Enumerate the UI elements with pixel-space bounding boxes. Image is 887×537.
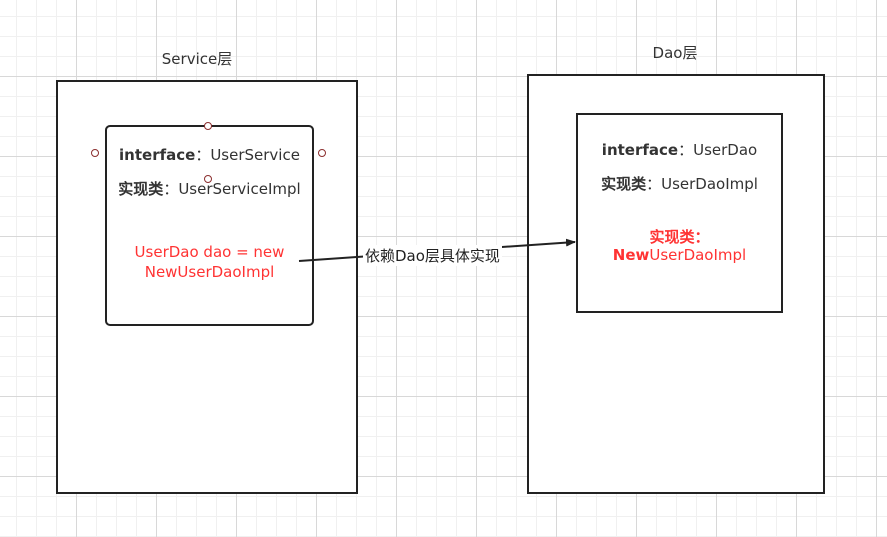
service-code-line-2: NewUserDaoImpl — [144, 263, 275, 281]
resize-handle-right[interactable] — [318, 149, 326, 157]
dao-interface-sep: ： — [678, 141, 694, 159]
service-interface-sep: ： — [195, 146, 211, 164]
service-impl-label: 实现类 — [118, 180, 164, 198]
resize-handle-left[interactable] — [91, 149, 99, 157]
service-impl-sep: ： — [163, 180, 179, 198]
resize-handle-center[interactable] — [204, 175, 212, 183]
dao-new-impl-label: 实现类： — [649, 228, 710, 246]
service-code-line-1: UserDao dao = new — [134, 243, 285, 261]
dao-class-box[interactable]: interface：UserDao 实现类：UserDaoImpl 实现类： N… — [576, 113, 783, 313]
dao-impl-value: UserDaoImpl — [661, 175, 758, 193]
dao-impl-line: 实现类：UserDaoImpl — [578, 173, 781, 194]
service-class-box[interactable]: interface：UserService 实现类：UserServiceImp… — [105, 125, 314, 326]
dao-impl-sep: ： — [646, 175, 662, 193]
service-impl-value: UserServiceImpl — [178, 180, 301, 198]
dao-impl-label: 实现类 — [601, 175, 647, 193]
service-interface-label: interface — [119, 146, 196, 164]
dao-new-impl-prefix: New — [612, 246, 650, 264]
dependency-label[interactable]: 依赖Dao层具体实现 — [363, 245, 502, 266]
dao-layer-title: Dao层 — [652, 44, 698, 62]
dao-interface-label: interface — [601, 141, 679, 159]
service-interface-value: UserService — [210, 146, 300, 164]
service-interface-line: interface：UserService — [107, 144, 312, 165]
dao-interface-value: UserDao — [693, 141, 758, 159]
service-impl-line: 实现类：UserServiceImpl — [107, 178, 312, 199]
service-layer-title: Service层 — [161, 50, 233, 68]
dao-new-impl-value: UserDaoImpl — [649, 246, 747, 264]
dao-interface-line: interface：UserDao — [578, 139, 781, 160]
resize-handle-top[interactable] — [204, 122, 212, 130]
dao-new-impl-line: NewUserDaoImpl — [578, 246, 781, 264]
